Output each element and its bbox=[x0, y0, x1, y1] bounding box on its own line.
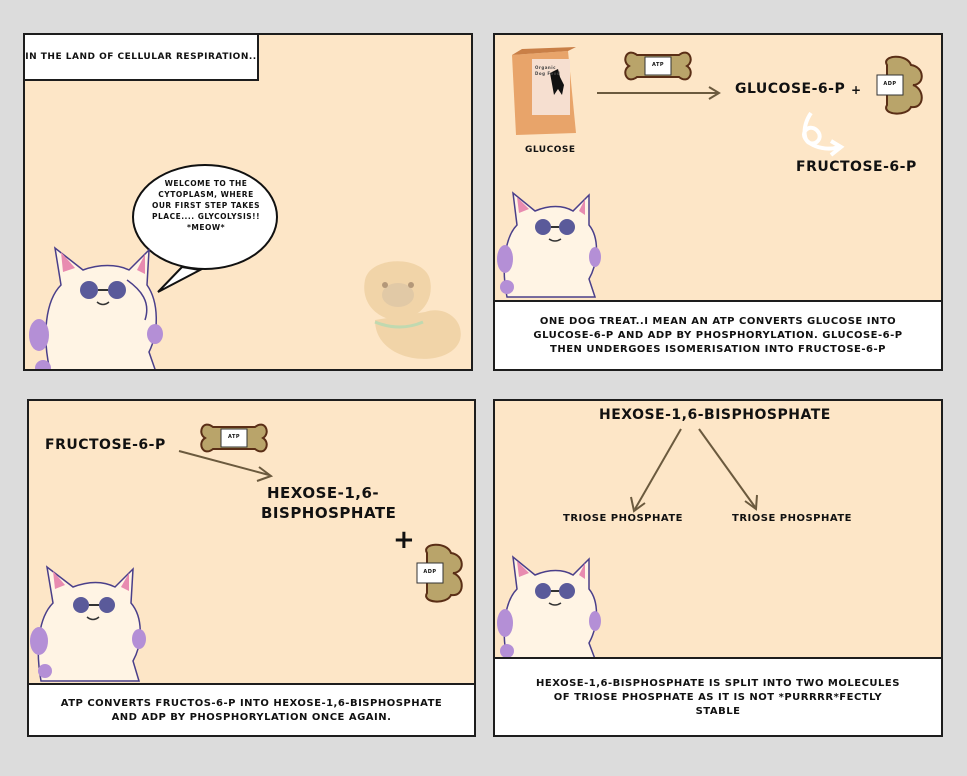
cat-illustration bbox=[497, 555, 601, 660]
panel-4-caption: Hexose-1,6-bisphosphate is split into tw… bbox=[495, 657, 941, 735]
glucose-6-p-label: Glucose-6-P bbox=[735, 81, 846, 97]
atp-bone-icon bbox=[200, 423, 268, 453]
cat-illustration bbox=[497, 191, 601, 298]
adp-bone-icon bbox=[416, 543, 463, 603]
glucose-label: Glucose bbox=[525, 145, 576, 155]
plus-sign: + bbox=[851, 83, 862, 97]
dog-food-bag-title: Organic bbox=[535, 65, 557, 70]
triose-phosphate-right-label: Triose phosphate bbox=[732, 513, 852, 524]
panel-3-caption: ATP converts fructos-6-p into hexose-1,6… bbox=[29, 683, 474, 735]
dog-illustration bbox=[364, 261, 461, 359]
caption-text: One dog treat..I mean an ATP converts gl… bbox=[533, 315, 903, 355]
caption-text: Hexose-1,6-bisphosphate is split into tw… bbox=[536, 678, 900, 717]
adp-tag: ADP bbox=[883, 81, 897, 87]
fructose-6-p-label: Fructose-6-P bbox=[45, 437, 166, 453]
speech-bubble bbox=[132, 164, 278, 293]
isomerisation-arrow bbox=[802, 111, 845, 157]
fructose-6-p-label: Fructose-6-P bbox=[796, 159, 917, 175]
panel-4: Hexose-1,6-bisphosphate Triose phosphate… bbox=[493, 399, 943, 737]
dog-food-bag-icon bbox=[512, 47, 576, 135]
adp-bone-icon bbox=[876, 55, 923, 115]
hexose-bisphosphate-label: Hexose-1,6-bisphosphate bbox=[599, 407, 831, 423]
reaction-arrow bbox=[597, 86, 721, 100]
panel-3: Fructose-6-P ATP Hexose-1,6- bisphosphat… bbox=[27, 399, 476, 737]
adp-tag: ADP bbox=[423, 569, 437, 575]
caption-text: ATP converts fructos-6-p into hexose-1,6… bbox=[60, 698, 443, 723]
cat-illustration bbox=[29, 246, 163, 369]
panel-1-caption: In the land of cellular respiration.. bbox=[25, 35, 259, 81]
atp-tag: ATP bbox=[227, 434, 241, 440]
caption-text: In the land of cellular respiration.. bbox=[25, 52, 257, 62]
atp-bone-icon bbox=[624, 51, 692, 81]
atp-tag: ATP bbox=[651, 62, 665, 68]
hexose-bisphosphate-label-line-2: bisphosphate bbox=[261, 504, 397, 522]
dog-food-bag-subtitle: Dog Food bbox=[535, 71, 561, 76]
split-arrows bbox=[630, 428, 758, 513]
panel-2-caption: One dog treat..I mean an ATP converts gl… bbox=[495, 300, 941, 369]
plus-sign: + bbox=[393, 525, 416, 555]
triose-phosphate-left-label: Triose phosphate bbox=[563, 513, 683, 524]
reaction-arrow bbox=[178, 450, 274, 482]
speech-bubble-text: Welcome to the cytoplasm, where our firs… bbox=[151, 179, 261, 232]
cat-illustration bbox=[30, 565, 146, 682]
panel-1: In the land of cellular respiration.. We… bbox=[23, 33, 473, 371]
hexose-bisphosphate-label-line-1: Hexose-1,6- bbox=[267, 484, 380, 502]
panel-2: Organic Dog Food Glucose ATP Glucose-6-P… bbox=[493, 33, 943, 371]
